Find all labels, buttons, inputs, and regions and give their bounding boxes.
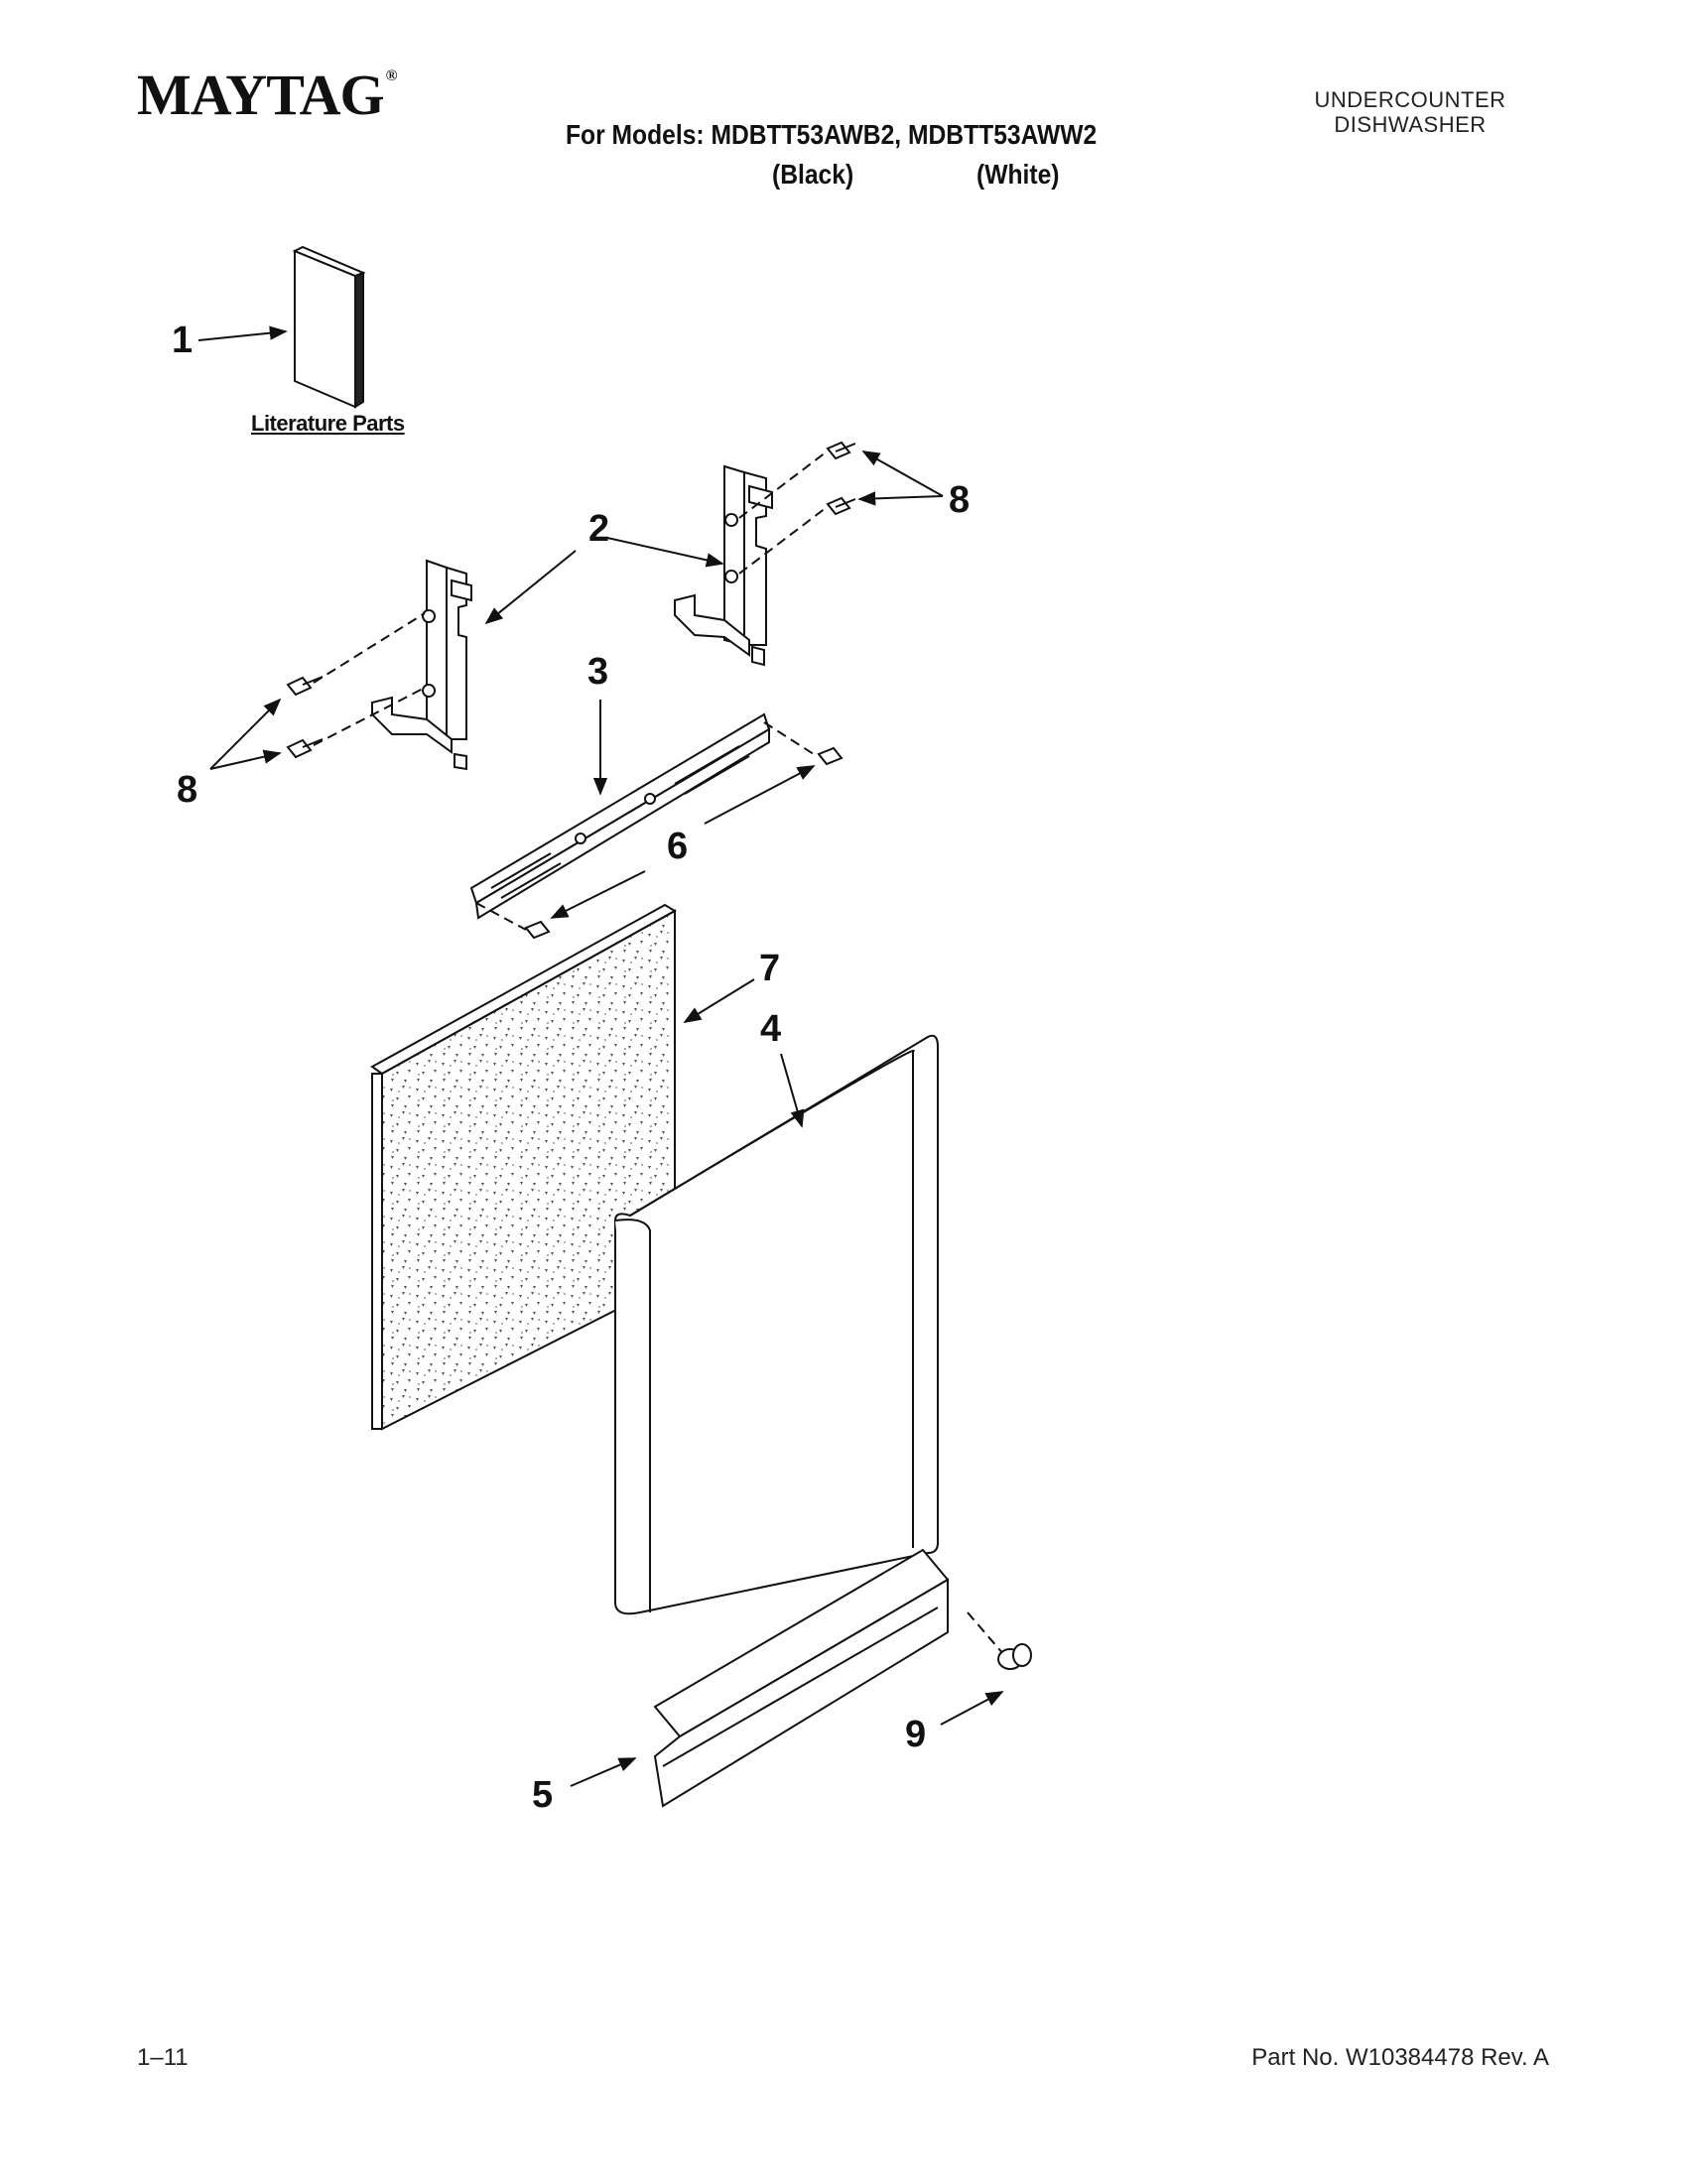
leader-arrows bbox=[209, 450, 1004, 1787]
callout-8-left: 8 bbox=[177, 769, 198, 811]
door-rail bbox=[469, 712, 771, 920]
callout-6: 6 bbox=[667, 826, 689, 867]
toe-panel-fastener bbox=[997, 1643, 1032, 1670]
assembly-lines bbox=[313, 451, 1005, 1656]
screw-8-lower-left bbox=[286, 738, 324, 759]
model-color-white: (White) bbox=[976, 159, 1060, 190]
insulation-panel bbox=[370, 903, 677, 1431]
brand-name: MAYTAG bbox=[137, 63, 385, 127]
models-heading: For Models: MDBTT53AWB2, MDBTT53AWW2 bbox=[566, 119, 1098, 150]
brand-logo: MAYTAG® bbox=[137, 62, 398, 128]
product-type-line1: UNDERCOUNTER bbox=[1314, 87, 1506, 112]
callout-2: 2 bbox=[588, 508, 610, 550]
screw-6-right bbox=[817, 746, 844, 766]
page-number: 1–11 bbox=[137, 2044, 189, 2071]
product-type: UNDERCOUNTER DISHWASHER bbox=[1281, 87, 1539, 137]
screw-6-left bbox=[524, 920, 551, 940]
mounting-bracket-left bbox=[371, 559, 472, 771]
registered-mark: ® bbox=[385, 67, 398, 84]
mounting-bracket-right bbox=[674, 464, 773, 667]
model-color-black: (Black) bbox=[772, 159, 854, 190]
part-number: Part No. W10384478 Rev. A bbox=[1251, 2044, 1549, 2071]
product-type-line2: DISHWASHER bbox=[1334, 112, 1487, 137]
callout-4: 4 bbox=[760, 1008, 782, 1050]
literature-caption: Literature Parts bbox=[251, 411, 405, 436]
screw-8-lower-right bbox=[826, 496, 856, 516]
toe-panel bbox=[653, 1548, 950, 1808]
callout-9: 9 bbox=[905, 1714, 927, 1755]
callout-7: 7 bbox=[759, 948, 781, 989]
outer-door-panel bbox=[614, 1034, 939, 1615]
literature-booklet bbox=[292, 245, 366, 409]
callout-8-right: 8 bbox=[949, 479, 971, 521]
callout-5: 5 bbox=[532, 1774, 554, 1816]
callout-1: 1 bbox=[172, 320, 194, 361]
leader-1 bbox=[197, 325, 288, 341]
screw-8-upper-right bbox=[826, 441, 856, 460]
callout-3: 3 bbox=[587, 651, 609, 693]
